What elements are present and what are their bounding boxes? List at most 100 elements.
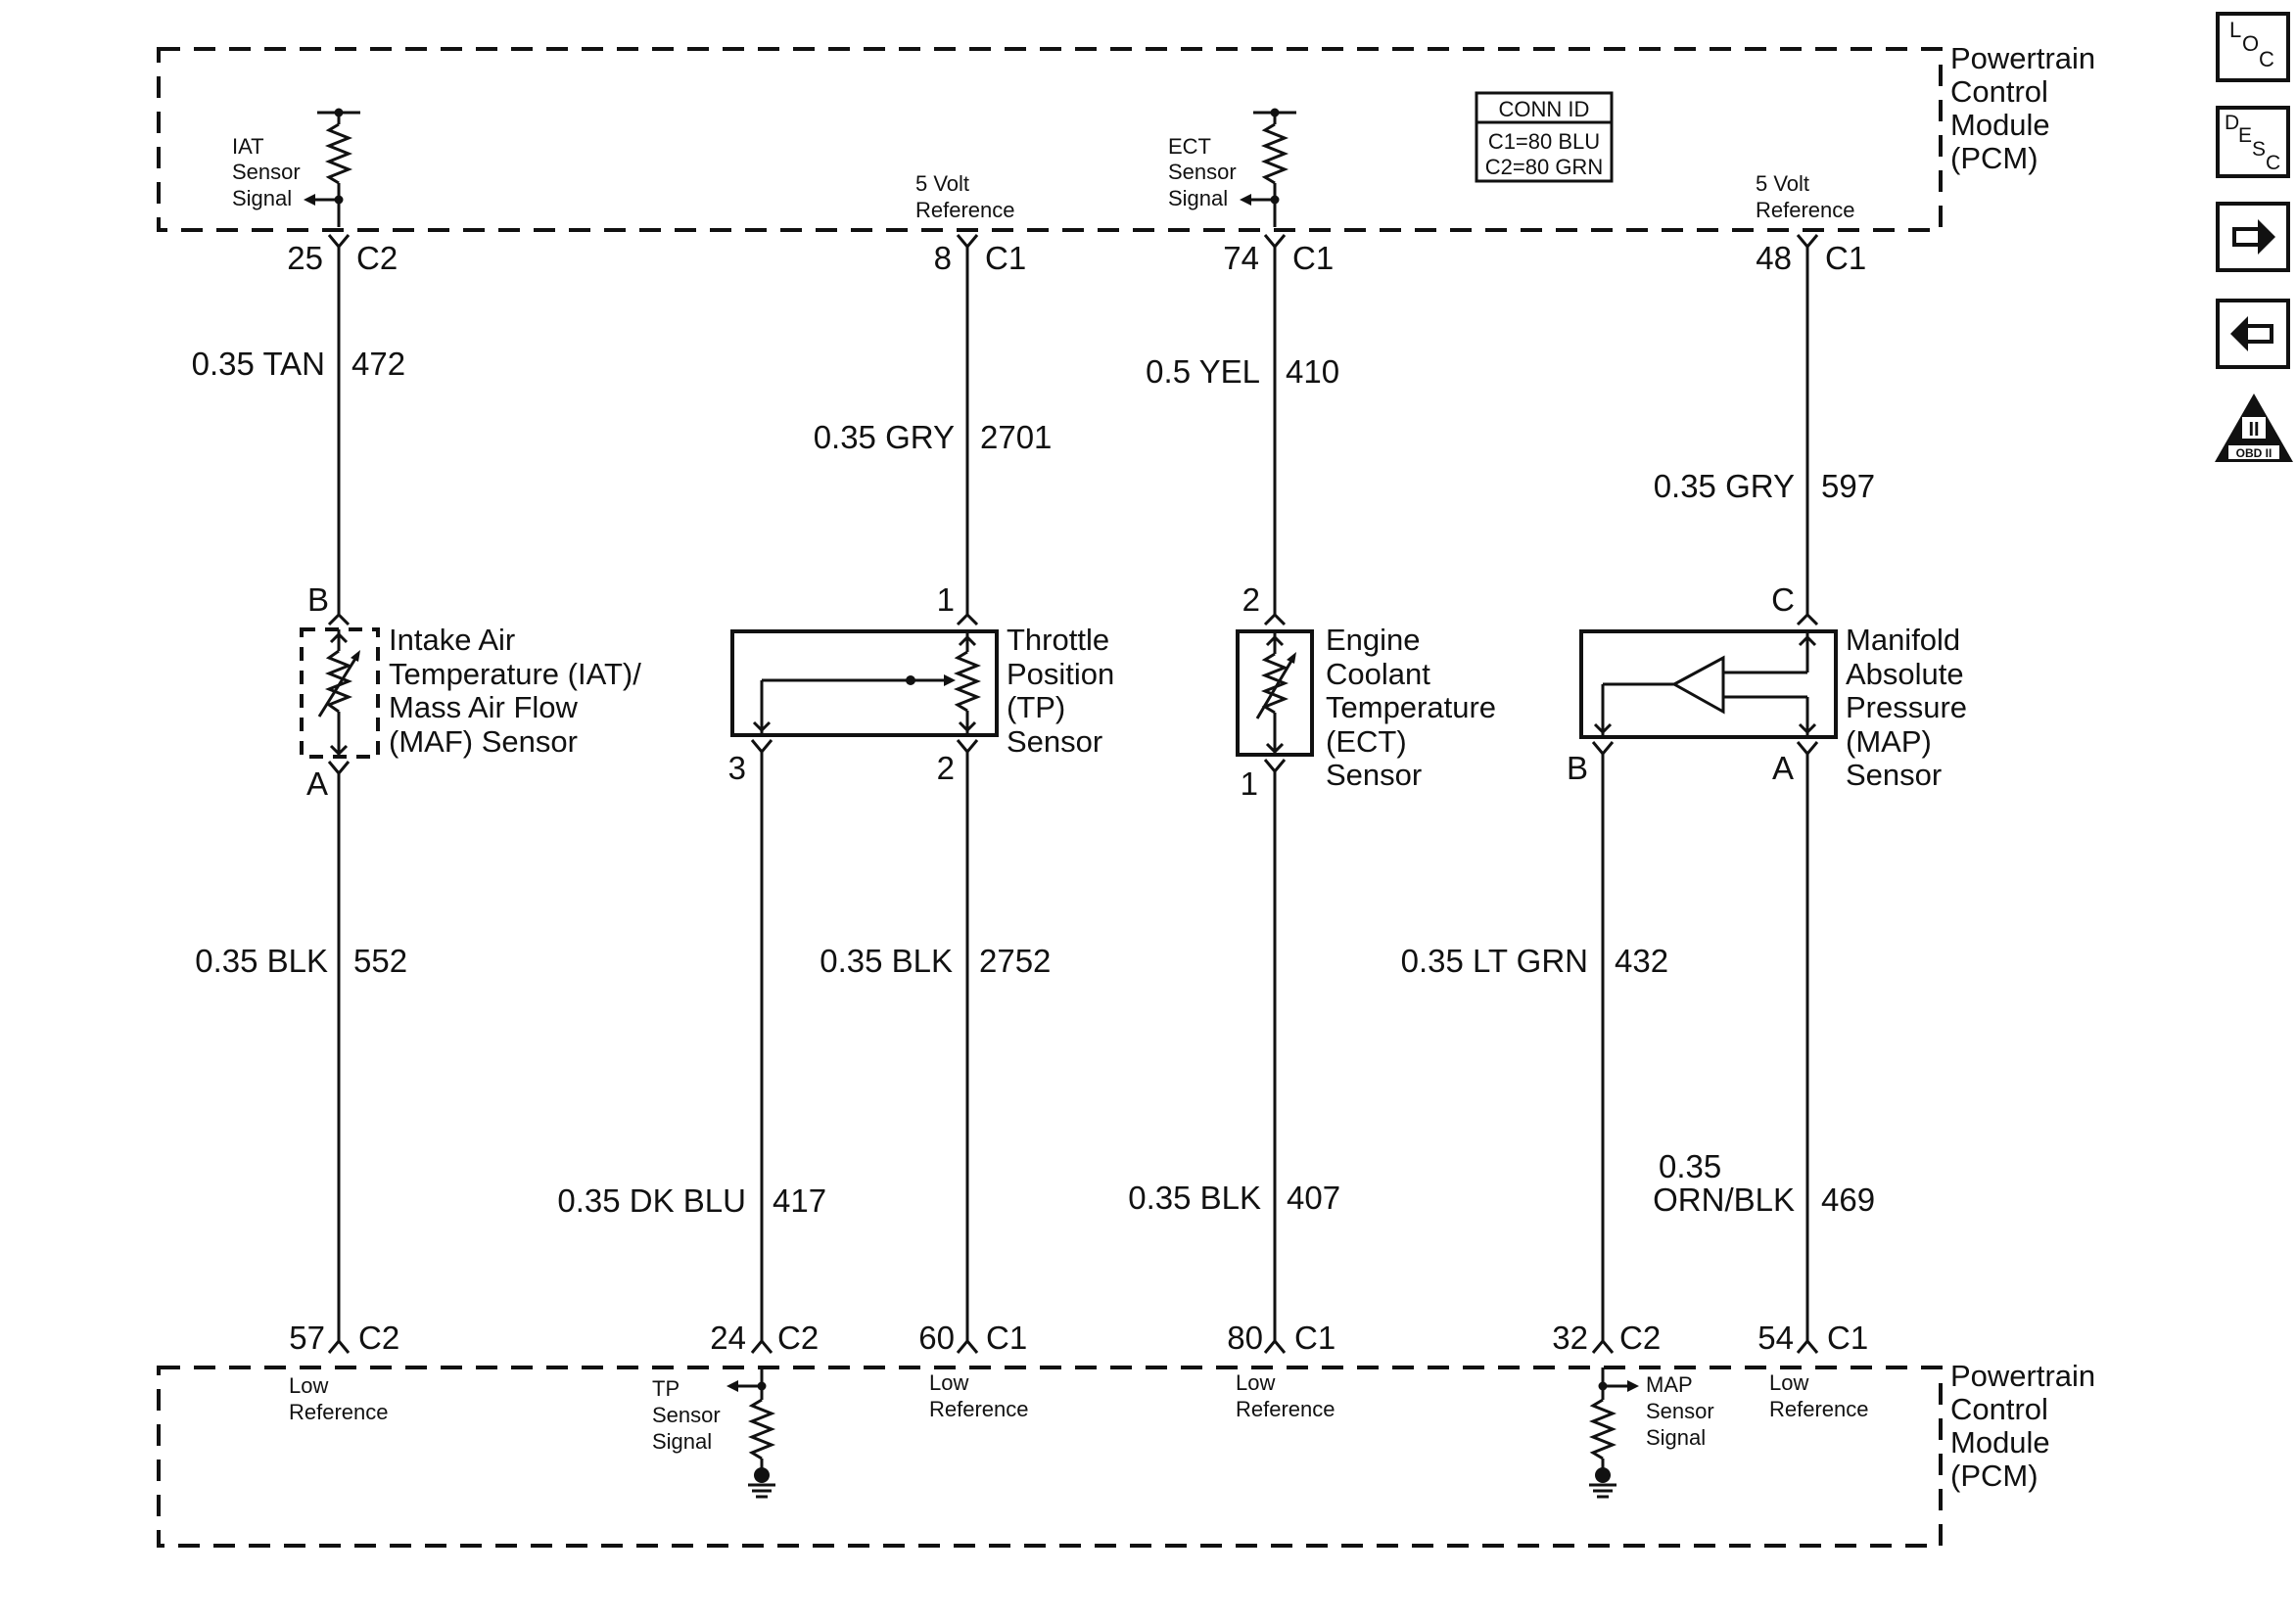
bottom-pin-24: 24 C2 [710,1320,819,1356]
iat-pin-top: B [307,581,329,618]
top-pin-ect-number: 74 [1223,240,1259,276]
obd-label: OBD II [2236,446,2273,460]
ref1-label-1: 5 Volt [915,171,969,196]
next-button[interactable] [2216,202,2290,272]
iat-maf-sensor: B A Intake Air Temperature (IAT)/ Mass A… [300,581,641,802]
wire-472-color: 0.35 TAN [192,346,325,382]
wire-2701-circuit: 2701 [980,419,1052,455]
obd-numeral: II [2248,419,2259,440]
low-ref-1-label-1: Low [289,1373,328,1398]
bottom-pin-80-number: 80 [1227,1320,1263,1356]
desc-letter-d: D [2225,112,2239,134]
map-signal-pulldown [1588,1367,1639,1499]
wire-410-circuit: 410 [1286,353,1339,390]
top-pin-iat: 25 C2 [287,234,398,276]
iat-signal-label-1: IAT [232,134,264,159]
wire-407-color: 0.35 BLK [1128,1180,1261,1216]
iat-label-1: Intake Air [389,623,515,657]
bottom-pin-32: 32 C2 [1552,1320,1661,1356]
wire-410-color: 0.5 YEL [1146,353,1260,390]
tp-signal-label-2: Sensor [652,1403,721,1427]
bottom-pin-32-number: 32 [1552,1320,1588,1356]
low-ref-3-label-1: Low [1236,1370,1275,1395]
bottom-pin-54-number: 54 [1757,1320,1794,1356]
low-ref-4-label-2: Reference [1769,1397,1869,1421]
low-ref-2-label-1: Low [929,1370,968,1395]
ect-label-3: Temperature [1326,690,1496,724]
pcm-top-label-line-4: (PCM) [1950,141,2038,175]
map-label-3: Pressure [1846,690,1967,724]
map-signal-label-2: Sensor [1646,1399,1714,1423]
arrow-left-icon [2230,316,2273,351]
tp-label-4: Sensor [1007,724,1102,759]
wire-597-color: 0.35 GRY [1654,468,1795,504]
wire-469-color-line-2: ORN/BLK [1653,1182,1795,1218]
desc-letter-e: E [2238,124,2252,147]
tp-label-2: Position [1007,657,1114,691]
bottom-pin-57: 57 C2 [289,1320,399,1356]
wire-2752-circuit: 2752 [979,943,1051,979]
tp-pin-2: 2 [937,750,955,786]
map-ground-icon [1595,1467,1611,1483]
ect-sensor: 2 1 Engine Coolant Temperature (ECT) Sen… [1236,581,1496,802]
pcm-bottom-label-line-2: Control [1950,1392,2048,1426]
tp-sensor: 1 3 2 Throttle Position (TP) Sensor [728,581,1115,786]
pcm-top-label-line-1: Powertrain [1950,41,2095,75]
wire-2701-color: 0.35 GRY [814,419,955,455]
low-ref-3-label-2: Reference [1236,1397,1335,1421]
bottom-pin-60-number: 60 [918,1320,955,1356]
tp-signal-label-3: Signal [652,1429,712,1454]
map-pin-top: C [1771,581,1795,618]
bottom-pin-57-conn: C2 [358,1320,399,1356]
iat-pullup-resistor [304,108,360,227]
top-pin-map: 48 C1 [1756,234,1866,276]
ect-signal-label-2: Sensor [1168,160,1237,184]
wire-2752-color: 0.35 BLK [820,943,953,979]
ect-pin-bottom: 1 [1241,765,1258,802]
wire-597-circuit: 597 [1821,468,1875,504]
pcm-bottom-box [157,1366,1943,1548]
wire-552-color: 0.35 BLK [195,943,328,979]
prev-button[interactable] [2216,299,2290,369]
top-pin-ect: 74 C1 [1223,234,1334,276]
map-label-4: (MAP) [1846,724,1932,759]
conn-id-box: CONN ID C1=80 BLU C2=80 GRN [1475,91,1614,183]
iat-label-3: Mass Air Flow [389,690,579,724]
low-ref-4-label-1: Low [1769,1370,1808,1395]
desc-letter-s: S [2252,138,2266,161]
desc-button[interactable]: D E S C [2216,106,2290,178]
loc-letter-l: L [2229,18,2241,42]
pcm-bottom-label-line-3: Module [1950,1425,2050,1460]
top-pin-tp-number: 8 [934,240,952,276]
tp-ground-icon [754,1467,770,1483]
wire-469-circuit: 469 [1821,1182,1875,1218]
pcm-bottom-label-line-1: Powertrain [1950,1359,2095,1393]
loc-letter-c: C [2259,47,2274,71]
bottom-pin-24-conn: C2 [777,1320,819,1356]
iat-label-4: (MAF) Sensor [389,724,578,759]
loc-button[interactable]: L O C [2216,12,2290,82]
iat-signal-label-2: Sensor [232,160,301,184]
bottom-pin-60: 60 C1 [918,1320,1027,1356]
tp-pin-top: 1 [937,581,955,618]
wire-432-circuit: 432 [1615,943,1668,979]
ref1-label-2: Reference [915,198,1015,222]
conn-id-line-2: C2=80 GRN [1485,155,1603,179]
pcm-top-label-line-2: Control [1950,74,2048,109]
wire-417-color: 0.35 DK BLU [557,1182,746,1219]
iat-pin-bottom: A [306,765,328,802]
bottom-pin-57-number: 57 [289,1320,325,1356]
ect-label-2: Coolant [1326,657,1430,691]
iat-signal-label-3: Signal [232,186,292,210]
wire-407-circuit: 407 [1287,1180,1340,1216]
pcm-bottom-label-line-4: (PCM) [1950,1459,2038,1493]
ect-signal-label-3: Signal [1168,186,1228,210]
top-pin-iat-conn: C2 [356,240,398,276]
conn-id-line-1: C1=80 BLU [1488,129,1600,154]
desc-letter-c: C [2266,152,2280,174]
bottom-pin-54-conn: C1 [1827,1320,1868,1356]
obd-ii-button[interactable]: II OBD II [2215,394,2293,462]
map-sensor: C B A Manifold Absolute Pressure (MAP) S… [1567,581,1967,792]
pcm-top-label-line-3: Module [1950,108,2050,142]
